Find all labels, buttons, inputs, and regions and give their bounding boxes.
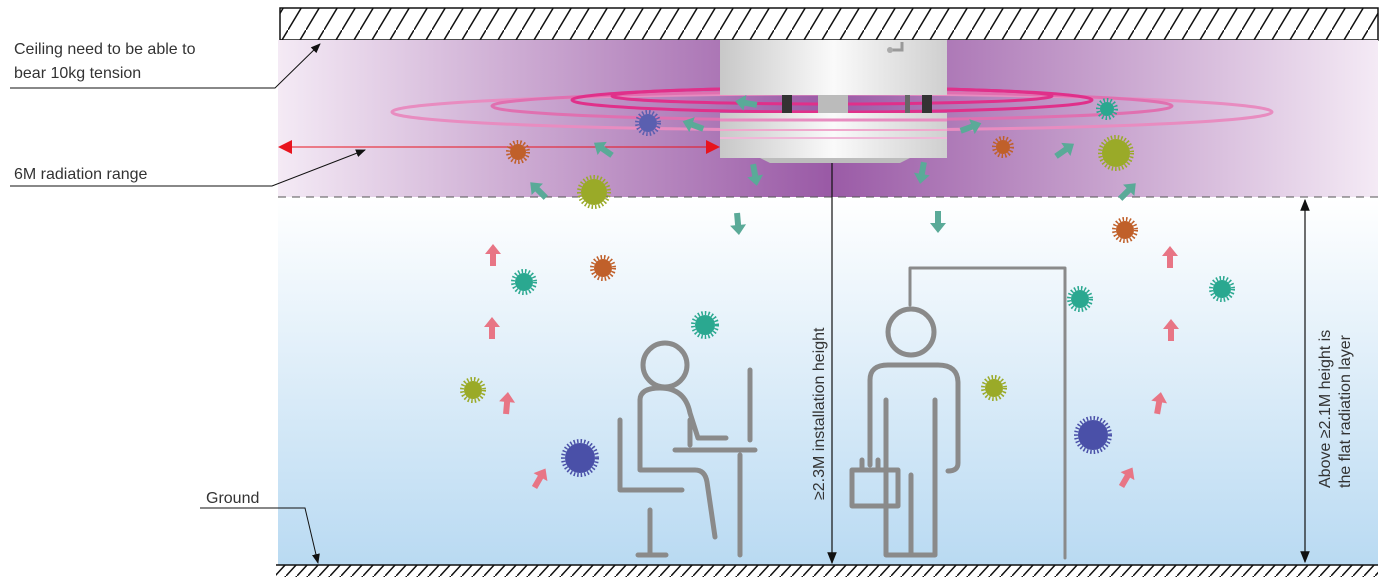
airflow-up-arrow-icon xyxy=(484,317,500,339)
flat-layer-label-line2: the flat radiation layer xyxy=(1337,334,1354,488)
radiation-range-arrow xyxy=(278,140,720,154)
virus-icon xyxy=(460,377,486,403)
virus-icon xyxy=(1098,135,1134,171)
airflow-circulation-arrow-icon xyxy=(930,211,946,233)
airflow-circulation-arrow-icon xyxy=(1054,142,1075,159)
uv-disinfection-device xyxy=(720,40,947,163)
airflow-up-arrow-icon xyxy=(1118,467,1135,489)
airflow-circulation-arrow-icon xyxy=(959,119,982,135)
standing-person-icon xyxy=(849,306,961,558)
airflow-circulation-arrow-icon xyxy=(735,94,758,111)
airflow-circulation-arrow-icon xyxy=(682,117,705,133)
virus-icon xyxy=(691,311,719,339)
airflow-up-arrow-icon xyxy=(1151,392,1168,415)
airflow-circulation-arrow-icon xyxy=(747,163,764,186)
virus-icon xyxy=(992,136,1014,158)
virus-icon xyxy=(590,255,616,281)
room-area xyxy=(278,198,1378,565)
virus-icon xyxy=(1074,416,1112,454)
airflow-arrows xyxy=(484,94,1179,490)
ceiling-label-line1: Ceiling need to be able to xyxy=(14,41,196,58)
airflow-up-arrow-icon xyxy=(531,468,548,490)
virus-icon xyxy=(1067,286,1093,312)
airflow-up-arrow-icon xyxy=(1162,246,1178,268)
airflow-up-arrow-icon xyxy=(485,244,501,266)
virus-icon xyxy=(635,110,661,136)
airflow-circulation-arrow-icon xyxy=(913,161,930,184)
airflow-circulation-arrow-icon xyxy=(1118,183,1136,201)
virus-icon xyxy=(577,175,611,209)
ceiling xyxy=(279,7,1379,41)
airflow-circulation-arrow-icon xyxy=(530,182,548,200)
radiation-range-label: 6M radiation range xyxy=(14,166,148,183)
virus-icon xyxy=(506,140,530,164)
radiation-range-leader-line xyxy=(10,149,366,187)
virus-icon xyxy=(1096,98,1118,120)
virus-icon xyxy=(1209,276,1235,302)
ceiling-label-line2: bear 10kg tension xyxy=(14,65,141,82)
airflow-circulation-arrow-icon xyxy=(730,212,747,235)
door-frame-icon xyxy=(908,266,1067,560)
virus-icon xyxy=(981,375,1007,401)
seated-person-at-desk-icon xyxy=(617,340,758,558)
airflow-up-arrow-icon xyxy=(499,392,516,415)
installation-height-label: ≥2.3M installation height xyxy=(811,327,828,500)
ground-label: Ground xyxy=(206,490,259,507)
airflow-circulation-arrow-icon xyxy=(593,141,614,158)
flat-layer-label-line1: Above ≥2.1M height is xyxy=(1317,330,1334,488)
virus-icon xyxy=(511,269,537,295)
virus-icon xyxy=(1112,217,1138,243)
ceiling-leader-line xyxy=(10,43,321,89)
ground-leader-line xyxy=(200,507,320,564)
virus-particles xyxy=(460,98,1235,477)
ground xyxy=(276,564,1378,577)
virus-icon xyxy=(561,439,599,477)
airflow-up-arrow-icon xyxy=(1163,319,1179,341)
